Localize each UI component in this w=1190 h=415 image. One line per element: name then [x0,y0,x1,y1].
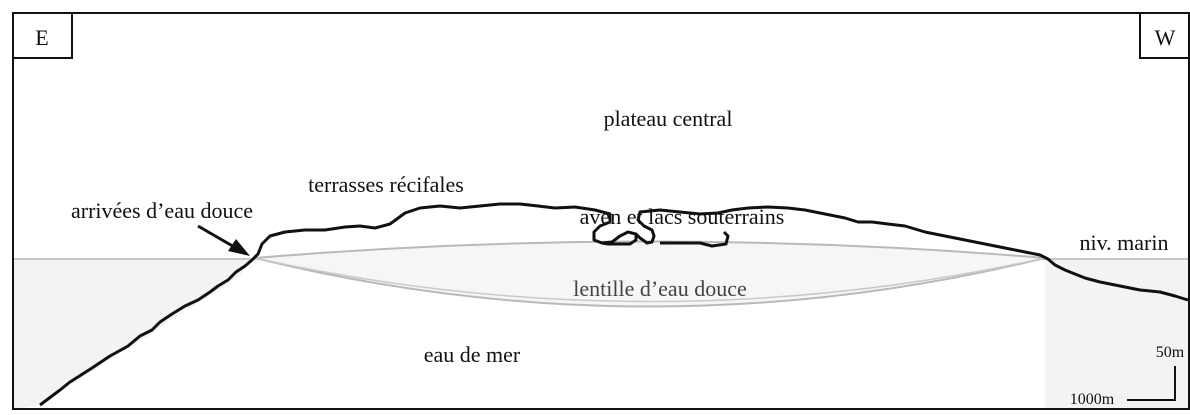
plateau-label: plateau central [604,106,733,131]
diagram-frame [12,12,1190,410]
scale-bar [1127,366,1176,401]
inflow-arrow-head [228,239,250,256]
west-box [1139,12,1190,59]
sea-level-label: niv. marin [1080,230,1169,255]
terraces-label: terrasses récifales [308,172,464,197]
aven-label: aven et lacs souterrains [580,204,785,229]
freshwater-inflow-label: arrivées d’eau douce [71,198,253,223]
scale-vertical-label: 50m [1156,344,1185,361]
east-box [12,12,73,59]
seawater-label: eau de mer [424,342,521,367]
east-label: E [35,25,48,50]
seawater-right [1045,258,1188,410]
seawater-left [14,258,255,410]
west-label: W [1155,25,1176,50]
aven-connection [601,230,730,248]
freshwater-lens-inner-line [254,257,1046,303]
scale-horizontal-label: 1000m [1070,391,1115,408]
lens-label: lentille d’eau douce [573,276,746,301]
inflow-arrow-line [197,224,237,250]
island-profile [39,202,1189,407]
